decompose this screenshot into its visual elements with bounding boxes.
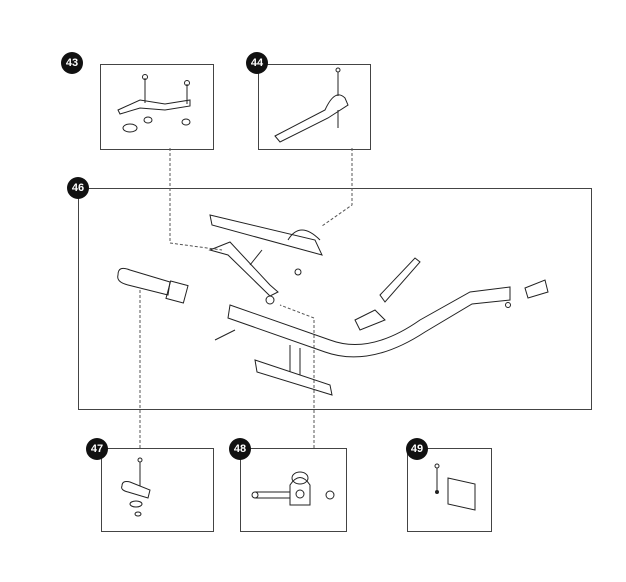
callout-badge-49: 49 [406,438,428,460]
callout-badge-48: 48 [229,438,251,460]
detail-box-44 [258,64,371,150]
leader-lines [139,148,353,448]
main-assembly-box-46 [78,188,592,410]
part-48-anchor [251,471,335,506]
callout-badge-44: 44 [246,52,268,74]
callout-badge-47: 47 [86,438,108,460]
part-47-handle [121,457,151,517]
callout-badge-43: 43 [61,52,83,74]
part-46-frame [117,214,549,396]
part-43-bracket [117,74,191,133]
detail-box-43 [100,64,214,150]
detail-box-49 [407,448,492,532]
detail-box-48 [240,448,347,532]
callout-badge-46: 46 [67,177,89,199]
part-49-plate [434,463,476,511]
detail-box-47 [101,448,214,532]
part-44-strap [274,67,349,143]
